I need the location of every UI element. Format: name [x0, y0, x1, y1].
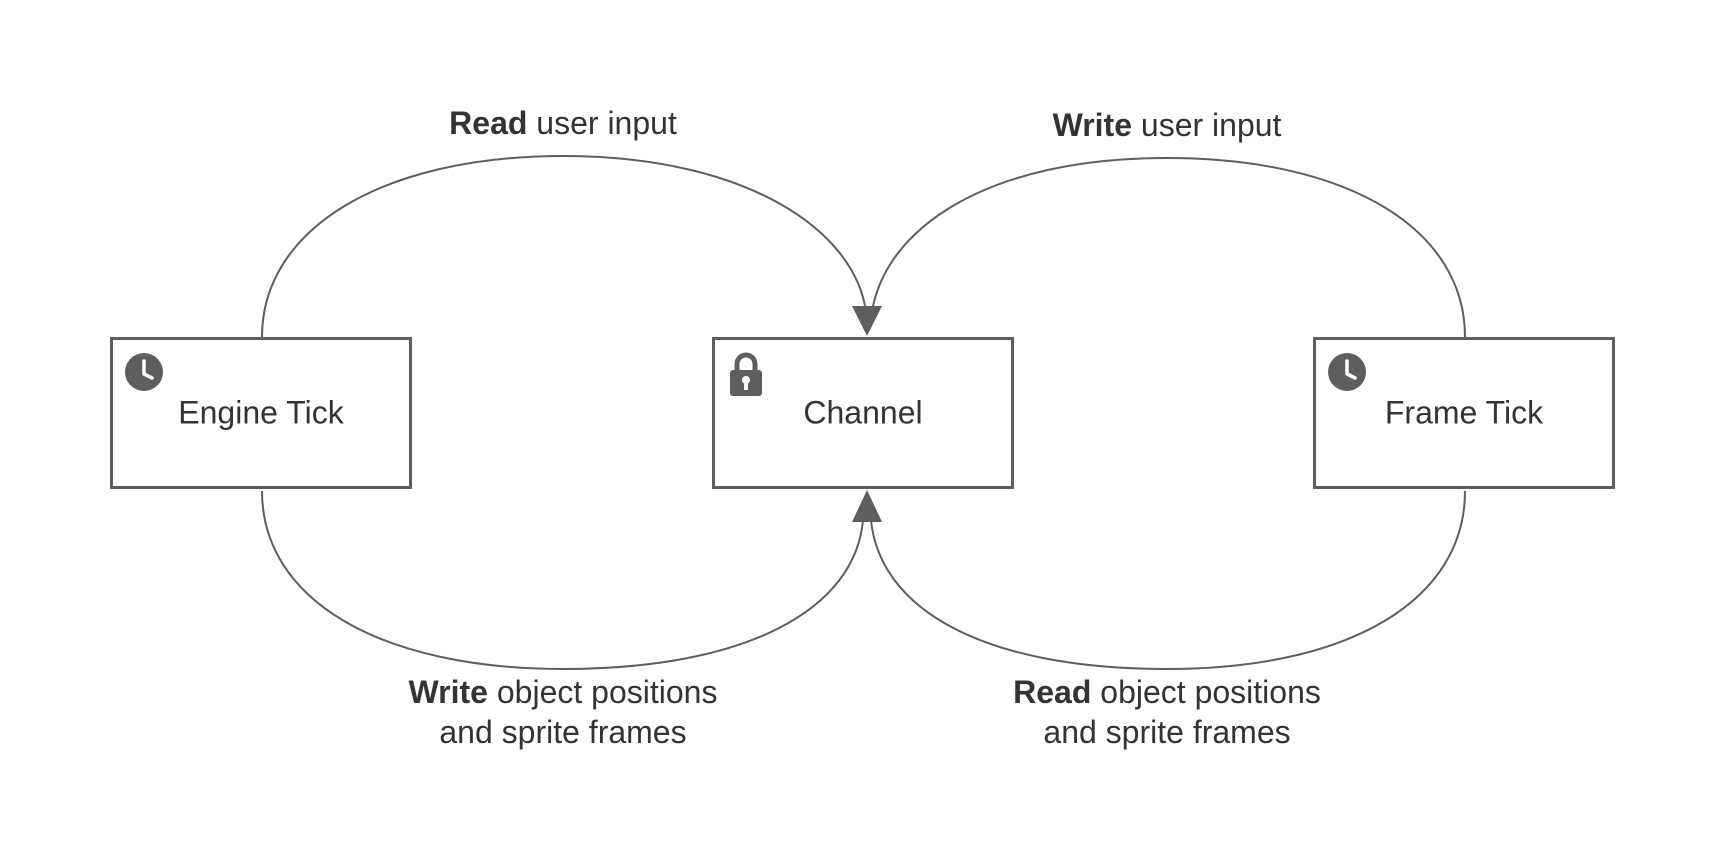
edge-label-line-1: Read object positions: [1013, 672, 1321, 712]
edge-label-engine-read: Read user input: [449, 103, 677, 143]
edge-label-bold: Write: [1052, 107, 1132, 143]
edge-label-engine-write: Write object positions and sprite frames: [409, 672, 718, 752]
edge-frame-write-user-input: [871, 156, 1466, 338]
engine-tick-label: Engine Tick: [178, 394, 344, 431]
channel-node: Channel: [712, 337, 1014, 489]
engine-tick-node: Engine Tick: [110, 337, 412, 489]
edge-label-frame-write: Write user input: [1053, 105, 1282, 145]
edge-label-frame-read: Read object positions and sprite frames: [1013, 672, 1321, 752]
edge-engine-read-user-input: [261, 154, 867, 338]
lock-icon: [730, 352, 762, 396]
clock-icon: [125, 353, 163, 391]
arrowhead-bottom: [852, 490, 882, 522]
edge-label-bold: Write: [408, 674, 488, 710]
frame-tick-node: Frame Tick: [1313, 337, 1615, 489]
arrowhead-top: [852, 306, 882, 336]
edge-label-text: object positions: [1091, 674, 1321, 710]
edge-label-bold: Read: [449, 105, 528, 141]
edge-label-text: object positions: [487, 674, 718, 710]
edge-engine-write-object-positions: [261, 490, 864, 671]
edge-label-line-2: and sprite frames: [1043, 714, 1291, 750]
edge-label-line-1: Write object positions: [409, 672, 718, 712]
clock-icon: [1328, 353, 1366, 391]
edge-label-line-2: and sprite frames: [439, 714, 687, 750]
edge-frame-read-object-positions: [870, 490, 1466, 671]
edge-label-bold: Read: [1013, 674, 1092, 710]
edge-label-text: user input: [527, 105, 677, 141]
edge-label-text: user input: [1132, 107, 1282, 143]
frame-tick-label: Frame Tick: [1384, 394, 1544, 431]
channel-label: Channel: [803, 394, 923, 431]
